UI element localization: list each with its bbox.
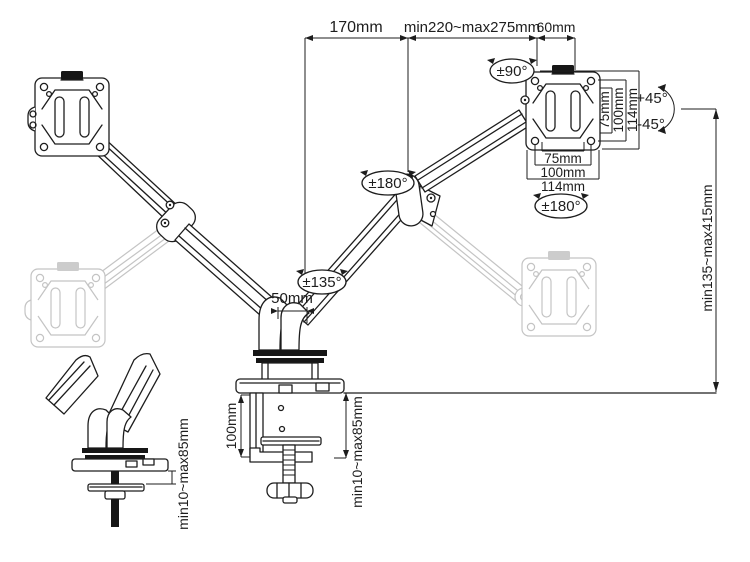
grommet-mount-inset <box>45 352 169 527</box>
right-vesa-plate <box>520 65 601 151</box>
vesa-vertical-100-label: 100mm <box>611 87 626 132</box>
swivel-label: ±90° <box>497 63 528 80</box>
rotation-shoulder-callout: ±135° <box>296 269 348 295</box>
clamp-height-dimension: 100mm <box>223 394 250 458</box>
vesa-horizontal-75-label: 75mm <box>544 151 582 166</box>
rotation-shoulder-label: ±135° <box>302 274 341 291</box>
desk-clamp <box>249 392 322 504</box>
swivel-callout: ±90° <box>487 58 537 84</box>
rotation-vesa-callout: ±180° <box>533 193 589 219</box>
pole-offset-dimension: 50mm <box>271 290 314 323</box>
desk-thickness-clamp-dimension: min10~max85mm <box>334 393 365 508</box>
vesa-vertical-dimensions: 75mm 100mm 114mm <box>540 70 640 150</box>
vesa-vertical-75-label: 75mm <box>597 91 612 129</box>
center-pole <box>253 296 327 381</box>
desk-thickness-clamp-label: min10~max85mm <box>349 396 365 508</box>
left-vesa-plate <box>27 71 110 157</box>
right-ghost-vesa-plate <box>521 251 597 337</box>
tilt-down-label: -45° <box>637 116 665 133</box>
desk-thickness-grommet-dimension: min10~max85mm <box>146 418 191 530</box>
rotation-elbow-label: ±180° <box>368 175 407 192</box>
clamp-base <box>235 378 345 394</box>
right-ghost-arm <box>418 209 534 307</box>
clamp-height-label: 100mm <box>223 403 239 450</box>
top-dimension-chain: 170mm min220~max275mm 60mm <box>304 19 576 273</box>
pole-offset-label: 50mm <box>271 290 313 307</box>
vesa-horizontal-dimensions: 75mm 100mm 114mm <box>526 142 600 194</box>
vesa-offset-dim-label: 60mm <box>537 19 576 35</box>
tilt-up-label: +45° <box>636 90 667 107</box>
height-range-dimension: min135~max415mm <box>681 108 719 392</box>
desk-thickness-grommet-label: min10~max85mm <box>175 418 191 530</box>
height-range-dim-label: min135~max415mm <box>699 184 715 311</box>
vesa-horizontal-114-label: 114mm <box>541 179 585 194</box>
extension-range-dim-label: min220~max275mm <box>404 19 540 36</box>
rotation-vesa-label: ±180° <box>541 198 580 215</box>
vesa-vertical-114-label: 114mm <box>625 88 640 132</box>
vesa-horizontal-100-label: 100mm <box>540 165 585 180</box>
tilt-angle-callout: +45° -45° <box>636 84 675 134</box>
rotation-elbow-callout: ±180° <box>360 170 416 196</box>
arm-length-dim-label: 170mm <box>329 19 382 36</box>
left-ghost-vesa-plate <box>24 262 106 348</box>
right-upper-arm-segment <box>414 109 530 193</box>
